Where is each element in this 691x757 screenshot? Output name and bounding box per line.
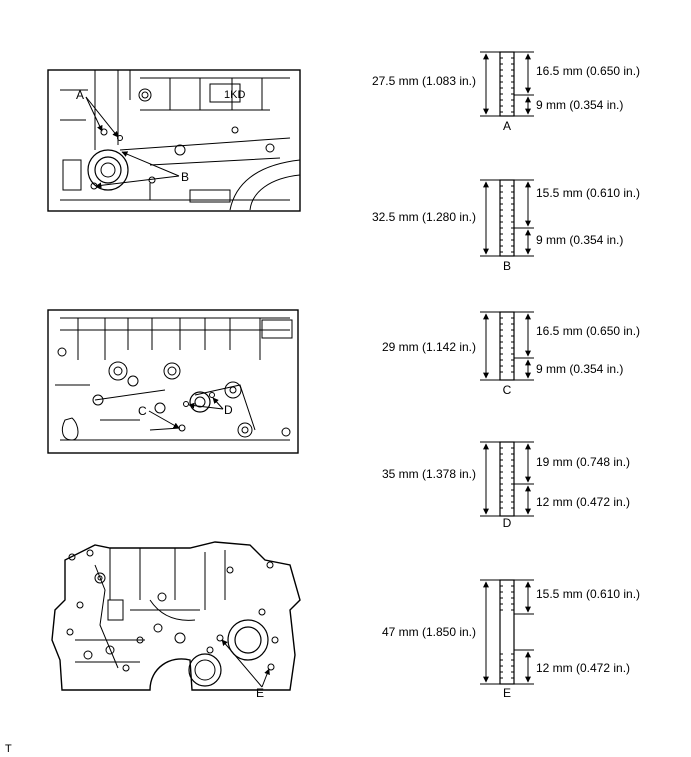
block-view-3: E [51,541,301,700]
block-view-2-frame [47,309,299,454]
stud-c-body [499,311,515,381]
stud-d-letter: D [503,516,512,530]
block-view-2: C D [47,309,299,454]
stud-a-lower-thread: 9 mm (0.354 in.) [536,98,623,112]
stud-b-total-length: 32.5 mm (1.280 in.) [372,210,476,224]
footer-mark: T [5,743,12,755]
stud-c-total-length: 29 mm (1.142 in.) [382,340,476,354]
block-view-3-outline [51,541,301,691]
stud-c-upper-thread: 16.5 mm (0.650 in.) [536,324,640,338]
stud-e: 47 mm (1.850 in.) 15.5 mm (0.610 in.) 12… [382,579,640,700]
stud-e-lower-thread: 12 mm (0.472 in.) [536,661,630,675]
stud-d: 35 mm (1.378 in.) 19 mm (0.748 in.) 12 m… [382,441,630,530]
callout-label-c: C [138,404,147,418]
stud-c-letter: C [503,383,512,397]
stud-a-upper-thread: 16.5 mm (0.650 in.) [536,64,640,78]
stud-a-total-length: 27.5 mm (1.083 in.) [372,74,476,88]
callout-label-e: E [256,686,264,700]
callout-label-b: B [181,170,189,184]
stud-b-letter: B [503,259,511,273]
block-view-1: 1KD A B [47,69,301,212]
stud-d-lower-thread: 12 mm (0.472 in.) [536,495,630,509]
stud-a-body [499,51,515,117]
block-view-1-casting-text: 1KD [224,89,245,101]
stud-d-upper-thread: 19 mm (0.748 in.) [536,455,630,469]
stud-b-body [499,179,515,257]
stud-c: 29 mm (1.142 in.) 16.5 mm (0.650 in.) 9 … [382,311,640,397]
stud-a: 27.5 mm (1.083 in.) 16.5 mm (0.650 in.) … [372,51,640,133]
stud-a-letter: A [503,119,511,133]
stud-b: 32.5 mm (1.280 in.) 15.5 mm (0.610 in.) … [372,179,640,273]
stud-e-body [499,579,515,685]
callout-label-a: A [76,88,84,102]
stud-e-upper-thread: 15.5 mm (0.610 in.) [536,587,640,601]
stud-d-body [499,441,515,517]
stud-c-lower-thread: 9 mm (0.354 in.) [536,362,623,376]
callout-label-d: D [224,403,233,417]
stud-b-upper-thread: 15.5 mm (0.610 in.) [536,186,640,200]
stud-b-lower-thread: 9 mm (0.354 in.) [536,233,623,247]
stud-e-total-length: 47 mm (1.850 in.) [382,625,476,639]
stud-d-total-length: 35 mm (1.378 in.) [382,467,476,481]
stud-e-letter: E [503,686,511,700]
